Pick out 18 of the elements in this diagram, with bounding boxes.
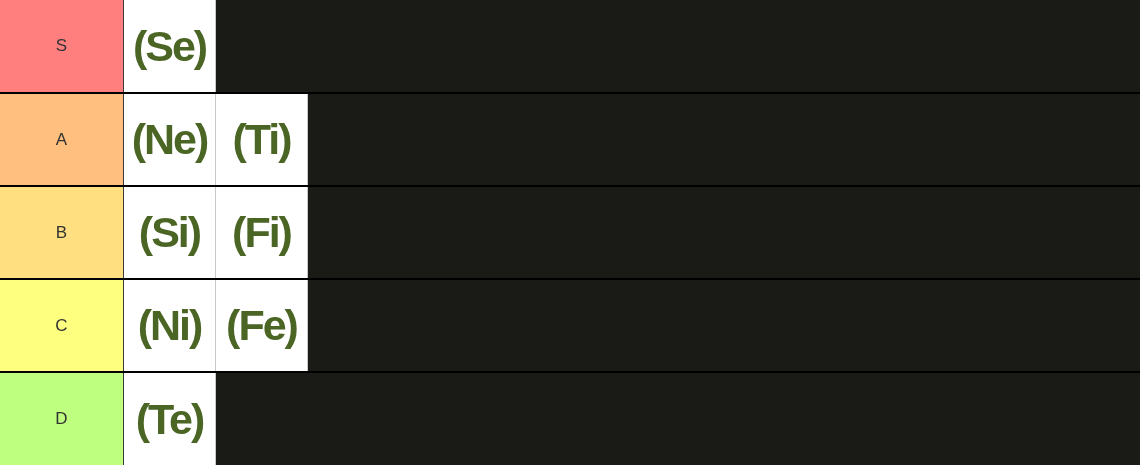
item-tile: (Fi) — [216, 187, 308, 278]
tier-row — [0, 0, 1140, 92]
item-tile: (Fe) — [216, 280, 308, 371]
tier-row — [0, 373, 1140, 465]
item-tile: (Ne) — [124, 94, 216, 185]
tier-label: D — [0, 373, 124, 465]
tier-label: S — [0, 0, 124, 92]
tier-row — [0, 94, 1140, 185]
tier-label: A — [0, 94, 124, 185]
item-tile: (Ti) — [216, 94, 308, 185]
item-tile: (Ni) — [124, 280, 216, 371]
item-tile: (Si) — [124, 187, 216, 278]
item-tile: (Te) — [124, 373, 216, 465]
item-tile: (Se) — [124, 0, 216, 92]
tier-label: C — [0, 280, 124, 371]
tier-row — [0, 187, 1140, 278]
tier-label: B — [0, 187, 124, 278]
tier-row — [0, 280, 1140, 371]
